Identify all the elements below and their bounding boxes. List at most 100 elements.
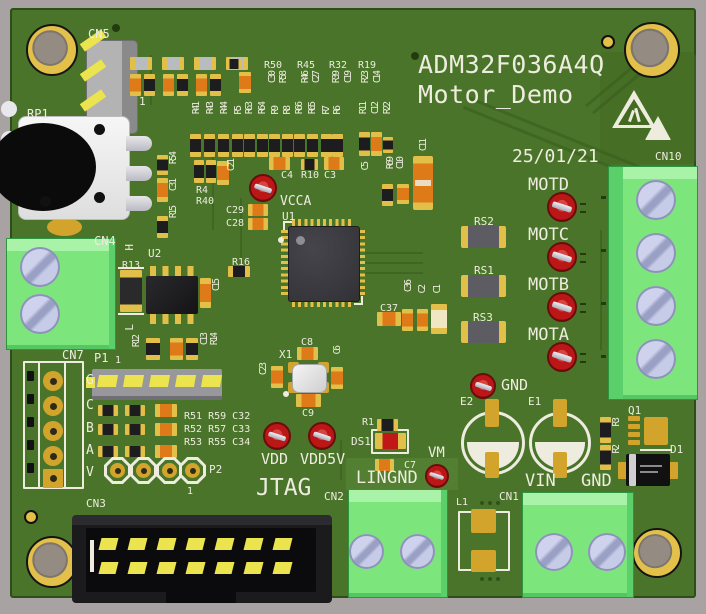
connector-cn5-label: CN5 [88,27,110,41]
x1-label: X1 [279,348,293,361]
board-date: 25/01/21 [512,146,599,167]
p1-pin [148,375,171,387]
connector-cn7-label: CN7 [62,348,84,362]
cn1-terminal-gnd: GND [581,471,612,491]
refdes: C2 [417,286,428,294]
p1-pin [122,375,145,387]
capacitor [324,157,344,170]
refdes: R41 [191,103,202,115]
capacitor-c11 [413,156,433,210]
pot-screw [94,192,105,203]
resistor [204,134,215,157]
resistor [332,134,343,157]
mota-label: MOTA [528,325,569,345]
u1-silk-corner [283,221,285,230]
test-point-gnd [470,373,496,399]
e2-label: E2 [460,395,474,408]
resistor [190,134,201,157]
refdes: C19 [343,72,354,84]
r13-silk [118,313,144,315]
capacitor [162,57,184,70]
refdes: C28 [226,218,245,229]
resistor [194,160,204,183]
p1-pin [96,375,119,387]
capacitor [296,394,321,407]
resistor [269,134,280,157]
cn4-marker-l: L [123,326,136,331]
refdes: C10 [395,158,406,170]
refdes-row: R53 R55 C34 [184,437,251,448]
refdes: C3 [324,170,337,181]
u2-pins [150,266,194,276]
refdes: C15 [211,280,222,292]
refdes: R58 [278,72,289,84]
copper-trace [340,440,342,480]
solder-pad [1,101,17,117]
capacitor [163,74,174,96]
refdes: R39 [331,72,342,84]
refdes: DS1 [351,435,371,448]
resistor [301,159,318,170]
motd-label: MOTD [528,175,569,195]
rp1-label: RP1 [27,107,49,121]
capacitor [297,347,318,360]
cn3-notch [166,592,236,603]
e2-pad [485,452,499,478]
r13-silk [118,267,144,269]
refdes: R50 [264,60,283,71]
refdes: R54 [168,153,179,165]
resistor [226,59,242,69]
refdes: R64 [257,103,268,115]
d1-label: D1 [670,443,684,456]
resistor [157,216,168,238]
capacitor [375,459,394,471]
refdes-row: R51 R59 C32 [184,411,251,422]
resistor [382,184,393,206]
connector-cn4-label: CN4 [94,234,116,248]
cn7-key [27,440,34,450]
connector-cn10-label: CN10 [655,150,682,163]
capacitor [239,72,251,93]
refdes: R45 [297,60,316,71]
test-point-vcca [249,174,277,202]
refdes: R19 [358,60,377,71]
refdes: C4 [281,170,294,181]
resistor [218,134,229,157]
resistor [257,134,268,157]
d1-cathode-band [629,454,636,486]
pot-pin [126,166,152,181]
refdes: C5 [360,163,371,171]
refdes: R6 [332,107,343,115]
refdes: C37 [380,303,399,314]
board-title-line1: ADM32F036A4Q [418,50,605,79]
terminal-screw [636,339,676,379]
connector-cn7 [23,361,84,489]
capacitor [157,178,168,202]
capacitor [130,74,141,96]
resistor [177,74,188,96]
connector-cn3-label: CN3 [86,497,106,510]
cn5-pin1-label: 1 [139,95,146,108]
terminal-screw [400,534,435,569]
l1-label: L1 [456,497,469,508]
capacitor [397,184,409,204]
e1-label: E1 [528,395,542,408]
p2-pin1-label: 1 [187,486,194,497]
capacitor [200,278,211,308]
silk-dot [283,391,289,397]
refdes: R9 [270,107,281,115]
refdes: R8 [282,107,293,115]
refdes: R4 [196,185,209,196]
resistor [359,132,370,156]
capacitor [155,445,177,458]
resistor [98,405,118,416]
cn7-key [27,371,34,381]
p1-label: P1 [94,351,109,365]
resistor [383,137,393,153]
resistor [146,338,160,360]
vdd5v-label: VDD5V [300,450,346,468]
cn2-terminal-gnd: GND [387,468,418,488]
resistor [98,424,118,435]
refdes: R32 [329,60,348,71]
copper-trace [365,252,423,254]
